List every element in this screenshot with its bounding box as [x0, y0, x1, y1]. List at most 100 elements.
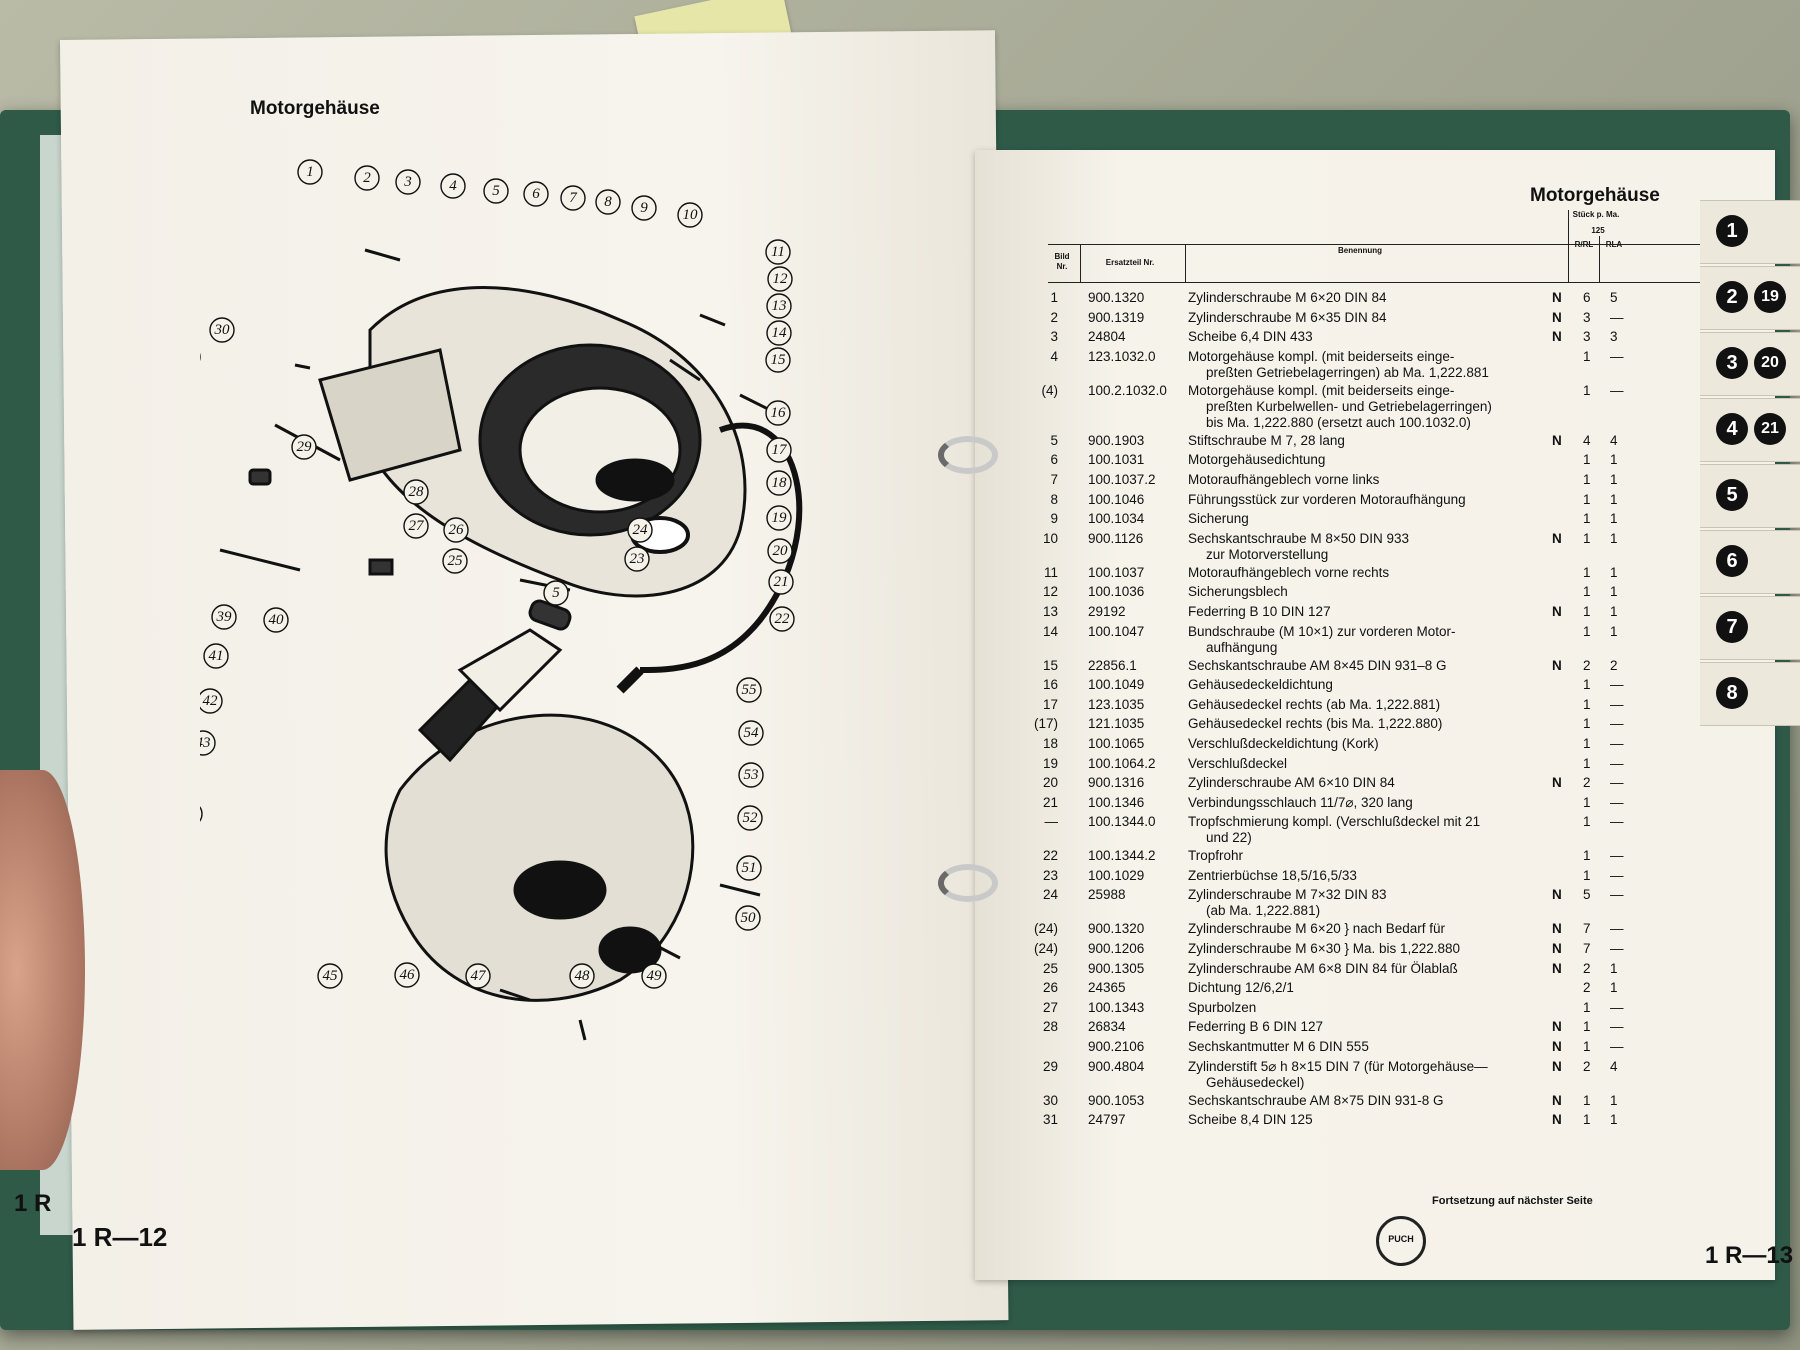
small-parts — [219, 248, 781, 1041]
callout-52: 52 — [743, 810, 759, 826]
thumb — [0, 770, 85, 1170]
n-marker-cell: N — [1552, 530, 1562, 546]
left-page-number: 1 R—12 — [72, 1222, 168, 1252]
qty-rla-cell: 1 — [1610, 471, 1618, 487]
bild-nr-cell: 4 — [1050, 348, 1058, 364]
benennung-cell: Zylinderschraube M 6×20 } nach Bedarf fü… — [1188, 921, 1446, 937]
bild-nr-cell: 16 — [1042, 677, 1058, 693]
callout-29: 29 — [297, 439, 313, 455]
callout-10: 10 — [683, 207, 699, 223]
qty-rla-cell: — — [1610, 921, 1624, 937]
ersatzteil-nr-cell: 900.1316 — [1088, 775, 1145, 791]
benennung-cell-line2: preßten Kurbelwellen- und Getriebelagerr… — [1206, 398, 1492, 414]
binder-ring-lower — [938, 864, 998, 902]
benennung-cell-line2: aufhängung — [1206, 639, 1278, 655]
n-marker-cell: N — [1552, 1112, 1562, 1128]
header-col2: RLA — [1600, 240, 1628, 250]
index-tab[interactable]: 5 — [1700, 464, 1800, 528]
ersatzteil-nr-cell: 29192 — [1088, 603, 1126, 619]
qty-rla-cell: — — [1610, 848, 1624, 864]
n-marker-cell: N — [1552, 960, 1562, 976]
qty-rla-cell: — — [1610, 677, 1624, 693]
bild-nr-cell: 15 — [1042, 657, 1058, 673]
qty-rla-cell: — — [1610, 1019, 1624, 1035]
index-tab[interactable]: 7 — [1700, 596, 1800, 660]
callout-28: 28 — [409, 484, 425, 500]
header-model: 125 — [1591, 226, 1605, 235]
index-tab-number-secondary: 19 — [1754, 281, 1786, 313]
benennung-cell: Sechskantschraube AM 8×45 DIN 931–8 G — [1188, 657, 1447, 673]
callout-43: 43 — [200, 735, 211, 751]
ersatzteil-nr-cell: 100.1047 — [1088, 623, 1145, 639]
qty-rla-cell: 4 — [1610, 432, 1618, 448]
ersatzteil-nr-cell: 25988 — [1088, 887, 1126, 903]
qty-rla-cell: — — [1610, 775, 1624, 791]
bild-nr-cell: 13 — [1042, 603, 1058, 619]
callout-26: 26 — [449, 522, 465, 538]
ersatzteil-nr-cell: 900.1320 — [1088, 921, 1145, 937]
bild-nr-cell: 18 — [1042, 735, 1058, 751]
ersatzteil-nr-cell: 100.1065 — [1088, 735, 1145, 751]
qty-rla-cell: — — [1610, 941, 1624, 957]
benennung-cell: Zylinderschraube M 6×30 } Ma. bis 1,222.… — [1188, 941, 1461, 957]
index-tab[interactable]: 6 — [1700, 530, 1800, 594]
qty-rla-cell: — — [1610, 696, 1624, 712]
qty-rla-cell: — — [1610, 814, 1624, 830]
binder-ring-upper — [938, 436, 998, 474]
bild-nr-cell: 30 — [1042, 1092, 1058, 1108]
callout-21: 21 — [774, 574, 789, 590]
ersatzteil-nr-cell: 100.1346 — [1088, 794, 1145, 810]
qty-rrl-cell: 1 — [1583, 867, 1591, 883]
ersatzteil-nr-cell: 121.1035 — [1088, 716, 1145, 732]
qty-rrl-cell: 6 — [1583, 290, 1591, 305]
benennung-cell: Zylinderschraube AM 6×8 DIN 84 für Ölabl… — [1188, 960, 1458, 976]
qty-rrl-cell: 2 — [1583, 775, 1591, 791]
qty-rrl-cell: 2 — [1583, 657, 1591, 673]
qty-rla-cell: — — [1610, 999, 1624, 1015]
ersatzteil-nr-cell: 100.1029 — [1088, 867, 1145, 883]
qty-rrl-cell: 1 — [1583, 382, 1591, 398]
upper-engine-casing — [318, 286, 803, 694]
qty-rrl-cell: 3 — [1583, 329, 1591, 345]
index-tab[interactable]: 8 — [1700, 662, 1800, 726]
bild-nr-cell: 14 — [1042, 623, 1058, 639]
n-marker-cell: N — [1552, 603, 1562, 619]
qty-rrl-cell: 1 — [1583, 564, 1591, 580]
index-tab[interactable]: 1 — [1700, 200, 1800, 264]
benennung-cell: Zylinderschraube AM 6×10 DIN 84 — [1188, 775, 1395, 791]
callout-49: 49 — [647, 968, 663, 984]
callout-53: 53 — [744, 767, 759, 783]
qty-rrl-cell: 4 — [1583, 432, 1591, 448]
index-tab-number: 2 — [1716, 281, 1748, 313]
benennung-cell-line3: bis Ma. 1,222.880 (ersetzt auch 100.1032… — [1206, 414, 1471, 430]
benennung-cell: Sechskantschraube M 8×50 DIN 933 — [1188, 530, 1410, 546]
benennung-cell: Verschlußdeckel — [1188, 755, 1288, 771]
benennung-cell: Zentrierbüchse 18,5/16,5/33 — [1188, 867, 1357, 883]
n-marker-cell: N — [1552, 941, 1562, 957]
qty-rla-cell: — — [1610, 1039, 1624, 1055]
qty-rla-cell: 1 — [1610, 1112, 1618, 1128]
qty-rrl-cell: 1 — [1583, 1092, 1591, 1108]
ersatzteil-nr-cell: 100.1046 — [1088, 491, 1145, 507]
qty-rla-cell: 1 — [1610, 530, 1618, 546]
callout-55: 55 — [742, 682, 758, 698]
bild-nr-cell: 21 — [1042, 794, 1058, 810]
n-marker-cell: N — [1552, 1039, 1562, 1055]
qty-rrl-cell: 7 — [1583, 921, 1591, 937]
index-tab-number: 1 — [1716, 215, 1748, 247]
